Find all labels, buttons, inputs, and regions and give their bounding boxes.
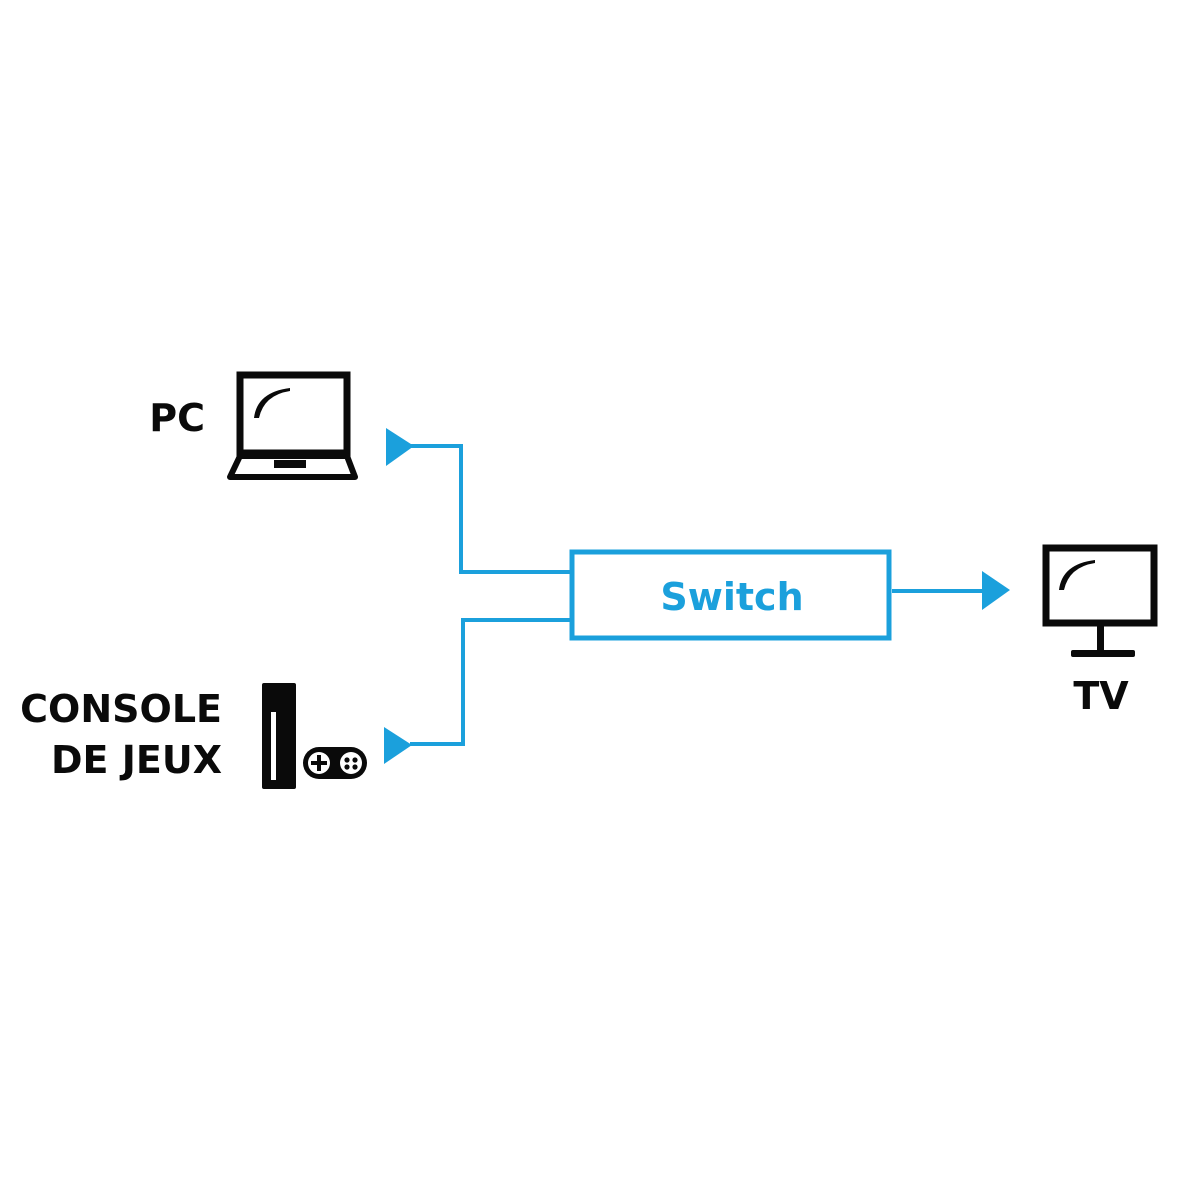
game-console-icon <box>262 683 367 789</box>
tv-arrow-icon <box>982 571 1010 610</box>
console-arrow-icon <box>384 727 412 764</box>
console-to-switch-line <box>410 618 572 746</box>
switch-box <box>569 549 892 641</box>
console-label-line2: DE JEUX <box>51 738 222 782</box>
pc-arrow-icon <box>386 428 414 466</box>
tv-node: TV <box>1042 544 1158 718</box>
pc-node: PC <box>149 371 358 480</box>
pc-to-switch-line <box>410 444 572 574</box>
tv-label: TV <box>1073 674 1129 718</box>
switch-node: Switch <box>569 549 892 641</box>
tv-icon <box>1042 544 1158 657</box>
console-label-line1: CONSOLE <box>20 687 222 731</box>
console-node: CONSOLE DE JEUX <box>20 683 367 789</box>
pc-label: PC <box>149 396 205 440</box>
connection-lines <box>410 444 986 746</box>
laptop-icon <box>227 371 358 480</box>
switch-label: Switch <box>660 575 803 619</box>
